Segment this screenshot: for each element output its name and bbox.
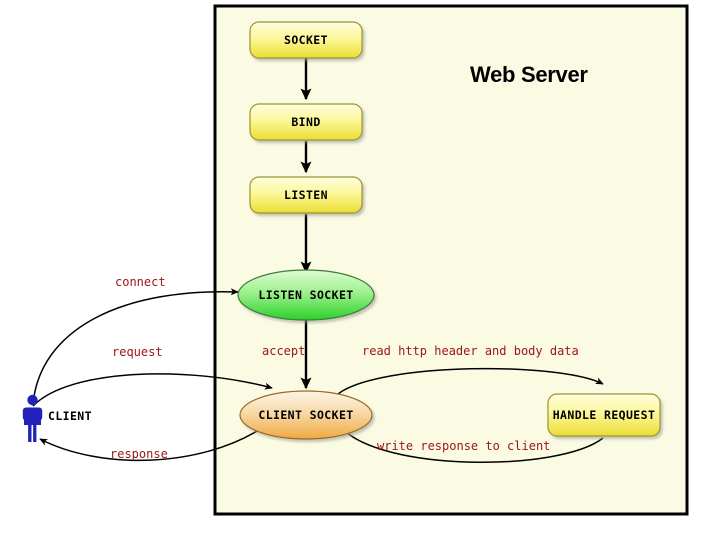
edge-write-response	[340, 426, 604, 463]
node-handle-request[interactable]	[547, 393, 661, 437]
node-client-socket[interactable]	[239, 390, 373, 440]
client-actor-label: CLIENT	[48, 409, 92, 423]
edge-request	[32, 373, 273, 407]
node-bind[interactable]	[249, 103, 363, 141]
edge-read-http	[337, 367, 604, 395]
edge-response	[39, 427, 263, 462]
web-server-title: Web Server	[470, 62, 588, 87]
edge-connect	[32, 288, 239, 405]
node-listen-socket[interactable]	[237, 269, 375, 321]
client-actor-icon[interactable]	[22, 394, 43, 442]
node-listen[interactable]	[249, 176, 363, 214]
node-socket[interactable]	[249, 21, 363, 59]
